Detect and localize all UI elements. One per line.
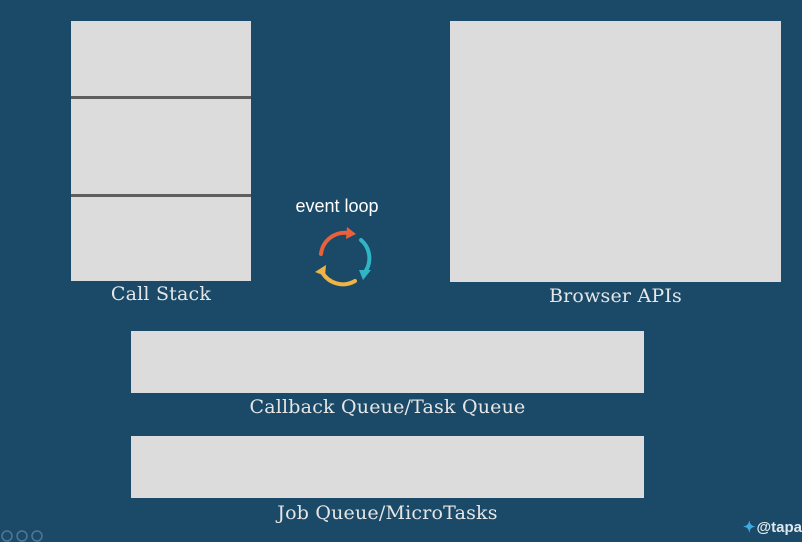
twitter-handle: @tapa <box>756 519 802 536</box>
call-stack-box <box>71 21 251 281</box>
job-queue-box <box>131 436 644 498</box>
arrow-arc-teal <box>359 238 372 274</box>
browser-apis-label: Browser APIs <box>548 285 683 307</box>
stack-frame-divider <box>71 194 251 197</box>
job-queue-label: Job Queue/MicroTasks <box>277 502 498 524</box>
arrow-head-orange <box>346 227 356 239</box>
twitter-watermark: ✦@tapa <box>743 518 802 536</box>
arrow-head-teal <box>359 270 371 280</box>
callback-queue-box <box>131 331 644 393</box>
arrow-head-yellow <box>315 265 326 276</box>
arrow-arc-orange <box>319 230 350 256</box>
browser-apis-box <box>450 21 781 282</box>
cycle-arrows-icon <box>315 227 372 287</box>
event-loop-label: event loop <box>295 196 379 216</box>
callback-queue-label: Callback Queue/Task Queue <box>249 396 526 418</box>
stack-frame-divider <box>71 96 251 99</box>
player-controls-icon <box>1 530 43 542</box>
twitter-bird-icon: ✦ <box>742 519 756 536</box>
arrow-arc-yellow <box>320 270 357 287</box>
call-stack-label: Call Stack <box>110 283 212 305</box>
